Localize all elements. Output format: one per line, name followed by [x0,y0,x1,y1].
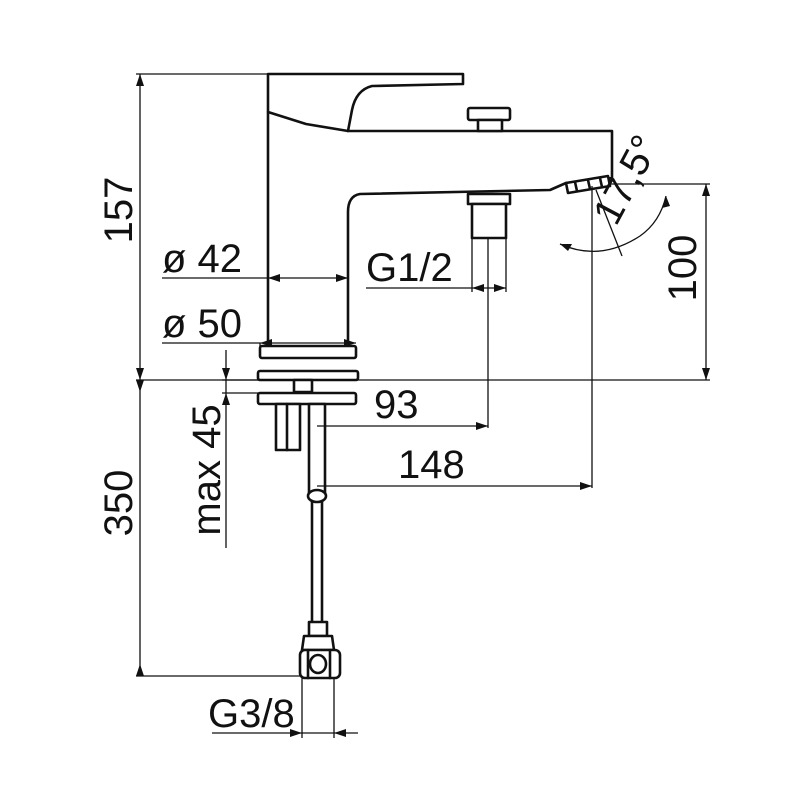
clamp-plate [256,391,358,406]
hose-nut [298,620,342,680]
label-spout-height: 100 [661,235,705,302]
dimension-labels: 157 350 100 max 45 ø 42 ø 50 G1/2 93 148… [97,128,705,736]
label-outlet-reach: 93 [374,383,419,427]
lever-handle [266,72,465,133]
outlet-nipple [466,192,512,240]
base-flange [258,344,358,360]
label-base-diameter: ø 50 [162,302,242,346]
deck-gasket [256,369,360,382]
dimension-lines [136,73,710,738]
label-outlet-thread: G1/2 [366,246,453,290]
label-total-height: 157 [97,177,141,244]
faucet-outline [256,72,614,680]
diverter-knob [466,106,512,133]
flexible-hose [306,488,328,624]
label-inlet-thread: G3/8 [208,692,295,736]
inlet-shank [307,402,327,496]
label-body-diameter: ø 42 [162,237,242,281]
label-max-deck-thickness: max 45 [185,404,229,535]
spout-aerator [564,174,612,195]
label-hose-length: 350 [97,470,141,537]
faucet-body [266,110,614,348]
label-spout-reach: 148 [398,443,465,487]
